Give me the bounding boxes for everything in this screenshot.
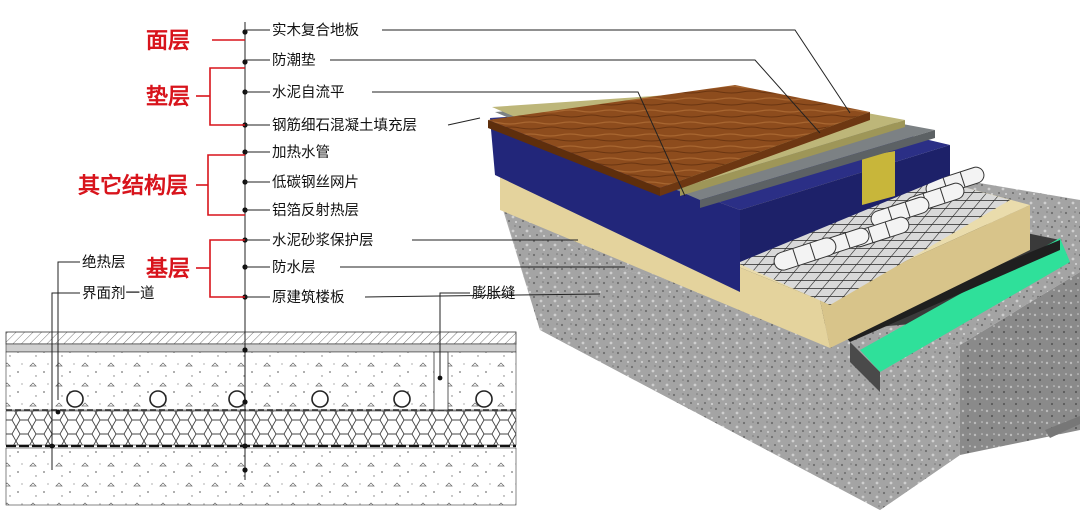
waterproof-edge bbox=[840, 240, 1060, 342]
cross-section-2d bbox=[5, 331, 517, 506]
section-expansion-joint bbox=[433, 351, 449, 411]
label-filler-layer: 钢筋细石混凝土填充层 bbox=[272, 117, 417, 134]
section-insulation bbox=[5, 410, 517, 446]
label-expansion-joint: 膨胀缝 bbox=[472, 285, 516, 302]
label-waterproof: 防水层 bbox=[272, 259, 316, 276]
wood-floor-right bbox=[660, 112, 870, 196]
waterproof-green bbox=[860, 238, 1070, 372]
moisture-pad-edge bbox=[680, 120, 905, 196]
label-steel-mesh: 低碳钢丝网片 bbox=[272, 174, 359, 191]
model-leaders bbox=[330, 29, 851, 298]
category-brackets bbox=[196, 39, 245, 298]
label-moisture-pad: 防潮垫 bbox=[272, 52, 316, 69]
label-solid-wood-floor: 实木复合地板 bbox=[272, 21, 359, 39]
label-original-slab: 原建筑楼板 bbox=[272, 288, 345, 306]
category-other-structure: 其它结构层 bbox=[78, 173, 188, 199]
filler-front bbox=[490, 118, 740, 292]
slab-front-face bbox=[500, 195, 960, 510]
wood-floor-front bbox=[488, 120, 660, 196]
layer-model-3d bbox=[488, 85, 1080, 510]
filler-right bbox=[740, 145, 950, 262]
waterproof-front bbox=[850, 342, 880, 392]
section-slab bbox=[5, 447, 517, 506]
label-interface-agent: 界面剂一道 bbox=[82, 285, 155, 302]
label-self-leveling: 水泥自流平 bbox=[272, 84, 345, 101]
label-insulation: 绝热层 bbox=[82, 254, 126, 271]
protection-right bbox=[820, 205, 1030, 348]
section-filler bbox=[5, 351, 517, 411]
section-pipes bbox=[66, 390, 493, 408]
slab-right bbox=[960, 272, 1080, 455]
label-mortar-protection: 水泥砂浆保护层 bbox=[272, 231, 374, 249]
slab-rebar-stub bbox=[1045, 416, 1080, 438]
label-heating-pipe: 加热水管 bbox=[272, 144, 330, 161]
label-aluminum-reflective: 铝箔反射热层 bbox=[272, 202, 359, 219]
wood-floor-top bbox=[488, 85, 870, 188]
filler-notch bbox=[862, 151, 895, 205]
category-surface: 面层 bbox=[146, 29, 190, 54]
self-leveling-edge bbox=[700, 130, 935, 208]
heating-pipes bbox=[773, 166, 985, 271]
category-base: 基层 bbox=[146, 257, 190, 282]
category-cushion: 垫层 bbox=[146, 84, 190, 110]
label-stubs bbox=[245, 29, 270, 298]
side-leaders bbox=[49, 261, 470, 470]
